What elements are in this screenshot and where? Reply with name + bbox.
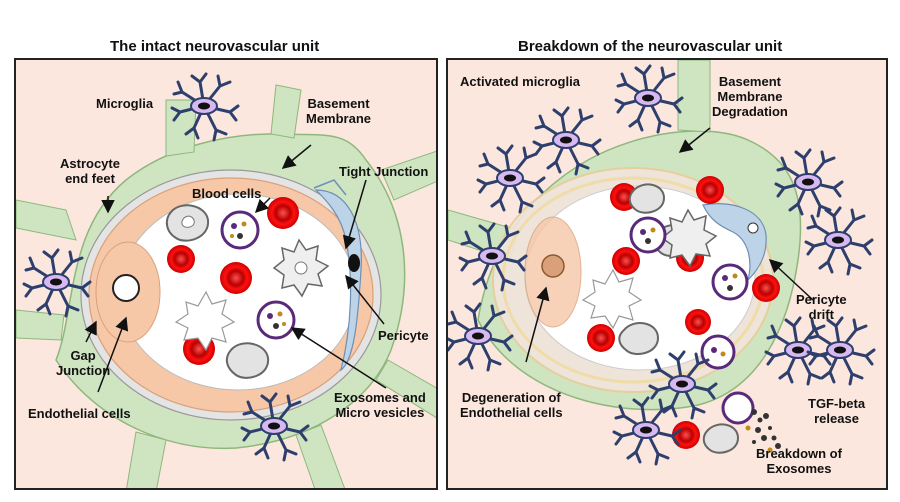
label-endothelial-degeneration-line1: Degeneration of (461, 390, 561, 405)
label-tight-junction: Tight Junction (339, 164, 429, 179)
label-endothelial-cells: Endothelial cells (28, 406, 131, 421)
label-tgf-beta: TGF-beta release (808, 396, 865, 426)
label-endothelial-degeneration-line2: Endothelial cells (460, 405, 563, 420)
exosome-vesicle (700, 334, 736, 370)
activated-microglia-cell (614, 64, 684, 134)
right-panel-title: Breakdown of the neurovascular unit (518, 38, 783, 55)
white-blood-cell (225, 342, 270, 379)
label-astrocyte-line2: end feet (65, 171, 115, 186)
label-exosome-breakdown-line2: Exosomes (766, 461, 832, 476)
left-panel-title: The intact neurovascular unit (110, 38, 320, 55)
endothelial-nucleus (112, 274, 140, 302)
red-blood-cell (696, 176, 724, 204)
red-blood-cell (220, 262, 252, 294)
exosome-vesicle (721, 391, 755, 425)
white-blood-cell (702, 423, 740, 454)
intact-nvu-diagram (16, 72, 436, 488)
white-blood-cell (618, 322, 660, 355)
intact-nvu-panel: Microglia Basement Membrane Astrocyte en… (14, 58, 438, 490)
label-pericyte-drift-line1: Pericyte (796, 292, 847, 307)
breakdown-nvu-diagram (448, 60, 876, 466)
label-bm-degradation-line1: Basement (718, 74, 781, 89)
label-endothelial-degeneration: Degeneration of Endothelial cells (460, 390, 563, 420)
label-pericyte: Pericyte (378, 328, 429, 343)
red-blood-cell (612, 247, 640, 275)
label-astrocyte-line1: Astrocyte (60, 156, 120, 171)
red-blood-cell (587, 324, 615, 352)
exosome-debris (745, 409, 781, 453)
label-tgf-beta-line1: TGF-beta (808, 396, 866, 411)
label-tgf-beta-line2: release (814, 411, 859, 426)
label-exosomes-line2: Micro vesicles (335, 405, 425, 420)
label-basement-membrane-line2: Membrane (306, 111, 372, 126)
label-pericyte-drift: Pericyte drift (796, 292, 847, 322)
label-microglia: Microglia (96, 96, 154, 111)
label-blood-cells: Blood cells (192, 186, 262, 201)
label-bm-degradation: Basement Membrane Degradation (712, 74, 788, 119)
white-blood-cell (628, 183, 666, 214)
spiky-leukocyte (174, 290, 236, 352)
label-gap-junction: Gap Junction (56, 348, 110, 378)
exosome-vesicle (256, 300, 296, 340)
red-blood-cell (752, 274, 780, 302)
label-bm-degradation-line2: Membrane (717, 89, 783, 104)
label-astrocyte: Astrocyte end feet (60, 156, 120, 186)
label-basement-membrane: Basement Membrane (306, 96, 371, 126)
red-blood-cell (685, 309, 711, 335)
label-bm-degradation-line3: Degradation (712, 104, 788, 119)
exosome-vesicle (629, 216, 667, 254)
label-activated-microglia: Activated microglia (460, 74, 580, 89)
label-gap-junction-line2: Junction (56, 363, 111, 378)
label-gap-junction-line1: Gap (70, 348, 96, 363)
label-exosomes-line1: Exosomes and (334, 390, 426, 405)
spiky-leukocyte (660, 208, 718, 268)
activated-microglia-cell (804, 206, 874, 276)
red-blood-cell (167, 245, 195, 273)
label-exosome-breakdown: Breakdown of Exosomes (756, 446, 842, 476)
label-pericyte-drift-line2: drift (808, 307, 834, 322)
red-blood-cell (672, 421, 700, 449)
red-blood-cell (267, 197, 299, 229)
exosome-vesicle (711, 263, 749, 301)
breakdown-nvu-panel: Activated microglia Basement Membrane De… (446, 58, 888, 490)
label-basement-membrane-line1: Basement (307, 96, 370, 111)
label-exosome-breakdown-line1: Breakdown of (756, 446, 842, 461)
label-exosomes: Exosomes and Micro vesicles (334, 390, 426, 420)
exosome-vesicle (220, 210, 260, 250)
degenerating-endothelial-nucleus (541, 254, 565, 278)
spiky-leukocyte (581, 268, 643, 330)
